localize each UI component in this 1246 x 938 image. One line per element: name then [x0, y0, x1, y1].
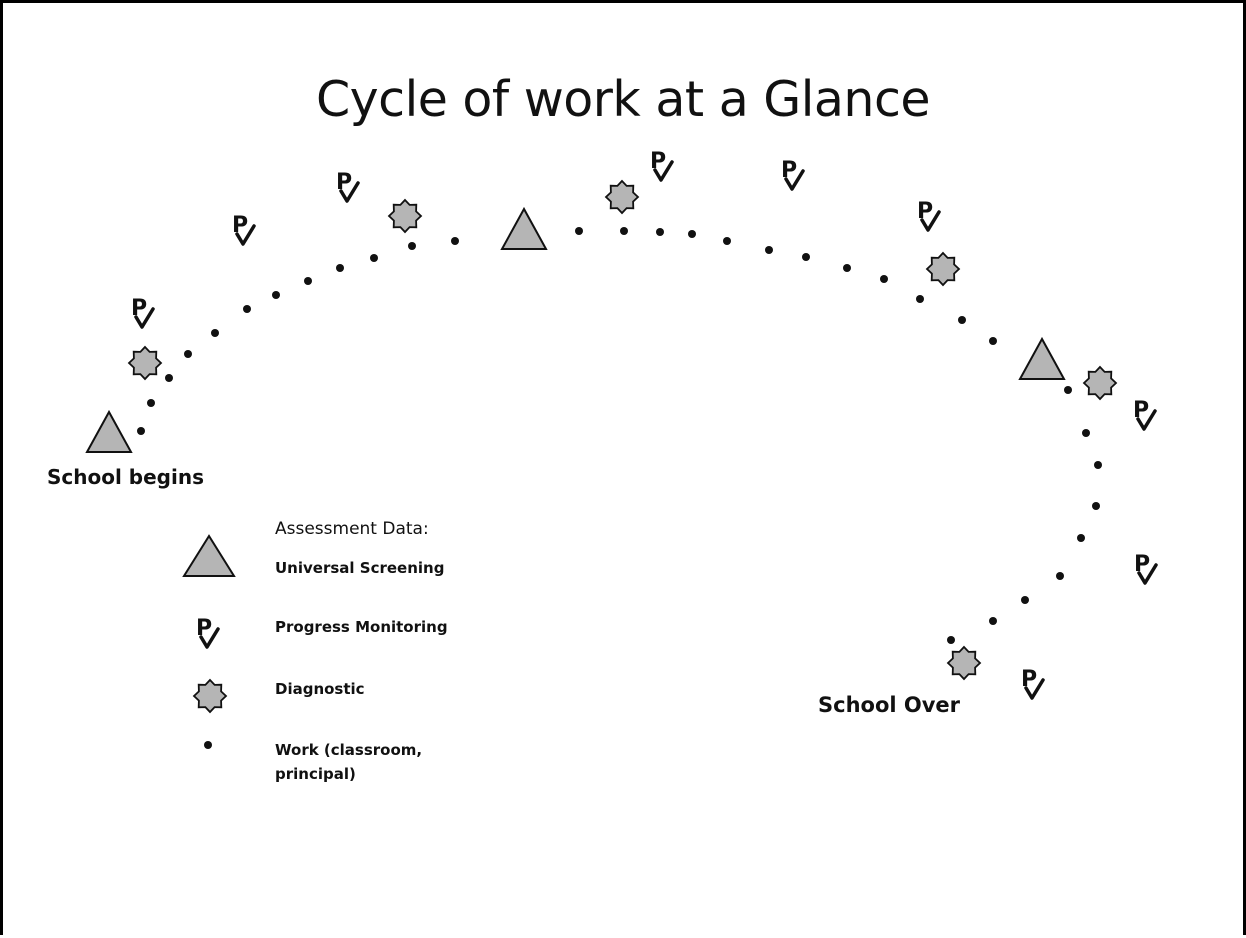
work-dot	[723, 237, 731, 245]
work-dot	[272, 291, 280, 299]
work-dot	[370, 254, 378, 262]
cycle-diagram: P P P P P P P	[85, 149, 1158, 749]
work-dot	[1082, 429, 1090, 437]
triangle-icon	[85, 409, 133, 453]
star-icon	[604, 179, 640, 215]
svg-text:P: P	[1021, 667, 1037, 692]
work-dot	[656, 228, 664, 236]
p-check-icon: P	[232, 213, 256, 246]
p-check-icon: P	[650, 149, 674, 182]
dot-icon	[204, 741, 212, 749]
p-check-icon: P	[336, 170, 360, 203]
work-dot	[843, 264, 851, 272]
work-dot	[688, 230, 696, 238]
legend-work: Work (classroom, principal)	[275, 741, 423, 783]
work-dot	[1064, 386, 1072, 394]
diagnostic-markers	[127, 179, 1118, 681]
svg-text:P: P	[781, 158, 797, 183]
work-dot	[989, 337, 997, 345]
work-dot	[802, 253, 810, 261]
screening-markers	[85, 206, 1066, 453]
svg-text:P: P	[650, 149, 666, 174]
work-dot	[336, 264, 344, 272]
svg-text:P: P	[1133, 398, 1149, 423]
star-icon	[127, 345, 163, 381]
work-dot	[620, 227, 628, 235]
work-dot	[184, 350, 192, 358]
star-icon	[925, 251, 961, 287]
legend-diagnostic: Diagnostic	[275, 680, 365, 698]
svg-text:P: P	[196, 616, 212, 641]
star-icon	[192, 678, 228, 714]
star-icon	[946, 645, 982, 681]
p-check-icon: P	[196, 616, 220, 649]
progress-monitoring-markers: P P P P P P P	[131, 149, 1158, 700]
school-begins-label: School begins	[47, 465, 204, 489]
work-dot	[880, 275, 888, 283]
work-dot	[165, 374, 173, 382]
work-dot	[1021, 596, 1029, 604]
star-icon	[387, 198, 423, 234]
legend-symbols: P	[182, 534, 236, 749]
svg-text:P: P	[917, 199, 933, 224]
triangle-icon	[500, 206, 548, 250]
work-dot	[1094, 461, 1102, 469]
work-dot	[137, 427, 145, 435]
svg-text:P: P	[1134, 552, 1150, 577]
work-dot	[989, 617, 997, 625]
p-check-icon: P	[781, 158, 805, 191]
p-check-icon: P	[131, 296, 155, 329]
p-check-icon: P	[1134, 552, 1158, 585]
work-dot	[211, 329, 219, 337]
work-dot	[1056, 572, 1064, 580]
legend-heading: Assessment Data:	[275, 519, 429, 539]
star-icon	[1082, 365, 1118, 401]
triangle-icon	[182, 534, 236, 577]
triangle-icon	[1018, 336, 1066, 380]
legend-universal-screening: Universal Screening	[275, 559, 445, 577]
work-dot	[947, 636, 955, 644]
work-dots	[137, 227, 1102, 644]
work-dot	[575, 227, 583, 235]
page-title: Cycle of work at a Glance	[315, 71, 931, 128]
svg-text:P: P	[232, 213, 248, 238]
work-dot	[958, 316, 966, 324]
svg-text:P: P	[131, 296, 147, 321]
work-dot	[916, 295, 924, 303]
svg-text:P: P	[336, 170, 352, 195]
work-dot	[304, 277, 312, 285]
school-over-label: School Over	[818, 693, 961, 717]
work-dot	[243, 305, 251, 313]
legend-progress-monitoring: Progress Monitoring	[275, 618, 448, 636]
work-dot	[765, 246, 773, 254]
work-dot	[408, 242, 416, 250]
p-check-icon: P	[1133, 398, 1157, 431]
p-check-icon: P	[917, 199, 941, 232]
work-dot	[147, 399, 155, 407]
p-check-icon: P	[1021, 667, 1045, 700]
work-dot	[1092, 502, 1100, 510]
work-dot	[1077, 534, 1085, 542]
work-dot	[451, 237, 459, 245]
